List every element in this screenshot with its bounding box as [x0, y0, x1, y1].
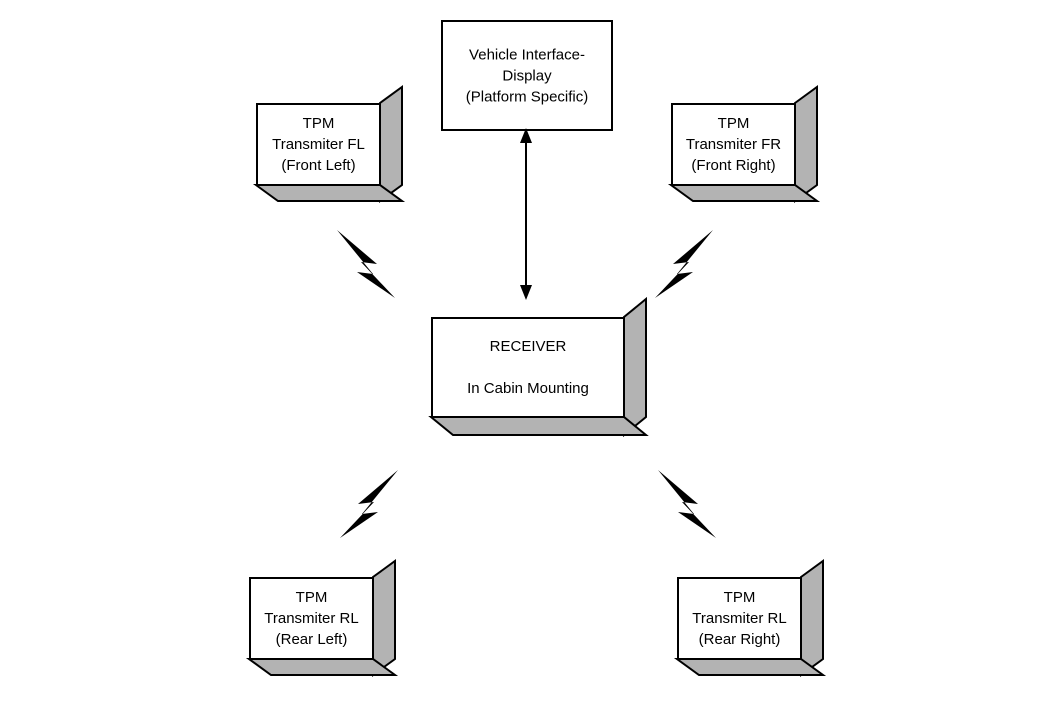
node-transmitter-front-right[interactable]: TPM Transmiter FR (Front Right) [667, 85, 821, 203]
arrowhead-up-icon [520, 128, 532, 143]
arrowhead-down-icon [520, 285, 532, 300]
node-transmitter-rear-right-label: TPM Transmiter RL (Rear Right) [692, 589, 787, 648]
node-transmitter-front-right-label: TPM Transmiter FR (Front Right) [685, 115, 782, 174]
rf-link-rear-left-lightning-bolt-icon [340, 470, 398, 538]
rf-link-front-right-lightning-bolt-icon [655, 230, 713, 298]
node-transmitter-rear-right[interactable]: TPM Transmiter RL (Rear Right) [673, 559, 827, 677]
node-transmitter-front-left[interactable]: TPM Transmiter FL (Front Left) [252, 85, 406, 203]
rf-link-rear-right-lightning-bolt-icon [658, 470, 716, 538]
connector-display-receiver [516, 128, 536, 300]
node-transmitter-rear-left[interactable]: TPM Transmiter RL (Rear Left) [245, 559, 399, 677]
node-receiver-label: RECEIVER In Cabin Mounting [467, 338, 589, 397]
rf-link-front-left-lightning-bolt-icon [337, 230, 395, 298]
node-vehicle-interface-display[interactable]: Vehicle Interface- Display (Platform Spe… [441, 20, 613, 131]
node-transmitter-rear-left-label: TPM Transmiter RL (Rear Left) [264, 589, 359, 648]
node-vehicle-interface-display-label: Vehicle Interface- Display (Platform Spe… [465, 46, 589, 105]
node-transmitter-front-left-label: TPM Transmiter FL (Front Left) [272, 115, 365, 174]
node-receiver[interactable]: RECEIVER In Cabin Mounting [428, 296, 649, 438]
